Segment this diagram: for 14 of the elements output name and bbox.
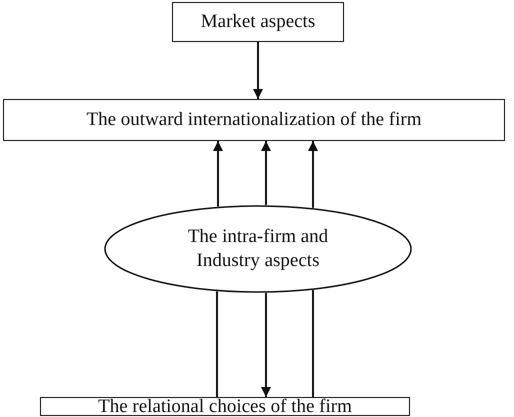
- node-label: The relational choices of the firm: [98, 394, 352, 417]
- process-box: [40, 397, 410, 416]
- node-label: The outward internationalization of the firm: [86, 108, 422, 132]
- process-box: [172, 2, 344, 42]
- node-label: The intra-firm and Industry aspects: [186, 225, 330, 273]
- arrow: [261, 292, 271, 397]
- connector-line: [312, 290, 314, 397]
- arrow: [261, 141, 271, 206]
- arrow: [213, 141, 223, 206]
- arrow: [253, 42, 263, 99]
- node-label: Market aspects: [200, 10, 316, 34]
- arrow: [308, 141, 318, 208]
- process-box: [3, 99, 505, 141]
- connector-line: [216, 291, 218, 397]
